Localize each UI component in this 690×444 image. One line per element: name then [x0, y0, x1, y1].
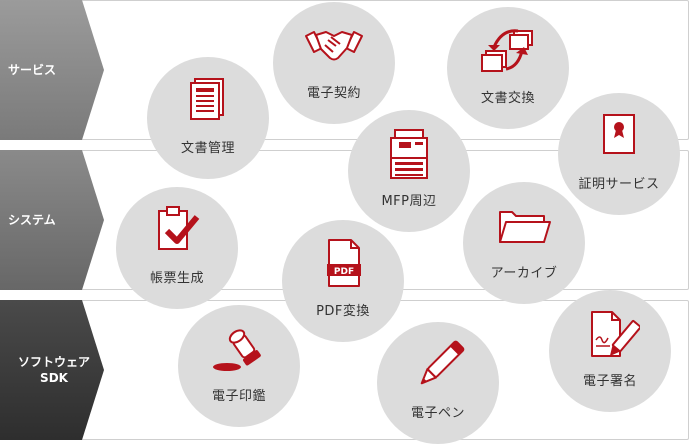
pdf-badge-background — [327, 264, 361, 276]
row-label-service: サービス — [0, 0, 104, 140]
row-label-system: システム — [0, 150, 104, 290]
bubble-label: MFP周辺 — [381, 194, 437, 209]
folder-icon — [499, 211, 551, 243]
bubble-label: 文書管理 — [180, 141, 235, 156]
bubble-label: 電子ペン — [410, 406, 465, 421]
bubble-label: PDF変換 — [316, 304, 370, 319]
bubble-form-generation[interactable]: 帳票生成 — [116, 187, 238, 309]
printer-icon — [390, 129, 428, 179]
row-label-software-sdk: ソフトウェア SDK — [0, 300, 104, 440]
row-label-text: ソフトウェア SDK — [17, 355, 90, 385]
bubble-e-seal[interactable]: 電子印鑑 — [178, 305, 300, 427]
clipboard-check-icon — [158, 206, 200, 250]
bubble-pdf-conversion[interactable]: PDF PDF変換 — [282, 220, 404, 342]
bubble-doc-management[interactable]: 文書管理 — [147, 57, 269, 179]
pen-icon — [420, 340, 465, 385]
stamp-icon — [213, 329, 261, 371]
bubble-label: 電子契約 — [306, 86, 361, 101]
handshake-icon — [305, 31, 363, 61]
bubble-certification[interactable]: 証明サービス — [558, 93, 680, 215]
bubble-label: 電子署名 — [582, 374, 637, 389]
pdf-badge-text: PDF — [334, 267, 354, 277]
bubble-doc-exchange[interactable]: 文書交換 — [447, 7, 569, 129]
bubble-mfp[interactable]: MFP周辺 — [348, 110, 470, 232]
certificate-icon — [603, 114, 635, 154]
signature-icon — [591, 311, 640, 357]
bubble-e-signature[interactable]: 電子署名 — [549, 290, 671, 412]
bubble-label: 証明サービス — [578, 177, 660, 192]
document-exchange-icon — [481, 29, 533, 72]
row-label-text: システム — [8, 213, 56, 227]
bubble-label: 電子印鑑 — [211, 389, 266, 404]
bubble-label: 帳票生成 — [149, 271, 204, 286]
row-label-text: サービス — [8, 63, 57, 77]
pdf-file-icon: PDF — [327, 239, 361, 287]
document-icon — [190, 78, 224, 120]
bubble-label: アーカイブ — [490, 266, 558, 281]
bubble-e-contract[interactable]: 電子契約 — [273, 2, 395, 124]
bubble-e-pen[interactable]: 電子ペン — [377, 322, 499, 444]
bubble-archive[interactable]: アーカイブ — [463, 182, 585, 304]
bubble-label: 文書交換 — [480, 91, 535, 106]
